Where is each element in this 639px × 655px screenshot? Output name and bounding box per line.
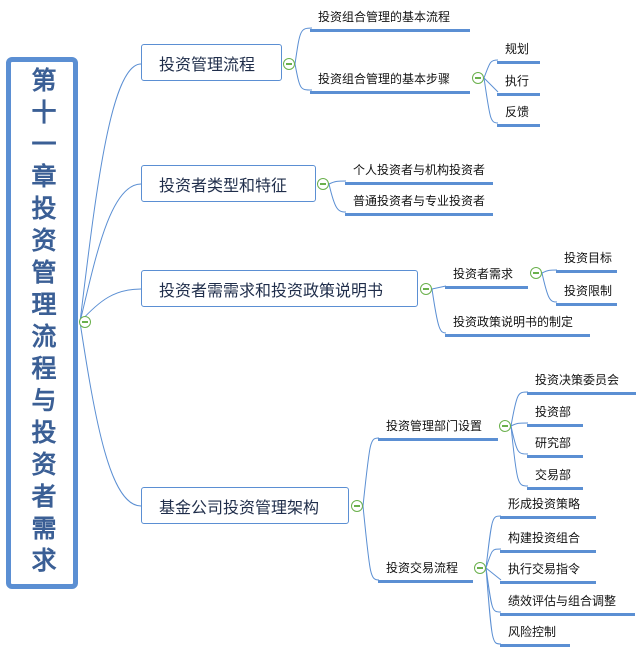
subtopic[interactable]: 规划 bbox=[497, 40, 540, 64]
subtopic[interactable]: 反馈 bbox=[497, 103, 540, 127]
subtopic[interactable]: 投资限制 bbox=[556, 282, 617, 306]
collapse-toggle-icon[interactable] bbox=[530, 267, 542, 279]
subtopic[interactable]: 构建投资组合 bbox=[500, 529, 596, 553]
subtopic[interactable]: 执行 bbox=[497, 72, 540, 96]
subtopic[interactable]: 投资组合管理的基本步骤 bbox=[310, 70, 470, 94]
topic-investor-types[interactable]: 投资者类型和特征 bbox=[141, 165, 316, 202]
subtopic[interactable]: 投资交易流程 bbox=[378, 559, 473, 583]
collapse-toggle-icon[interactable] bbox=[283, 58, 295, 70]
subtopic[interactable]: 个人投资者与机构投资者 bbox=[345, 161, 493, 185]
root-topic[interactable]: 第十一章投资管理流程与投资者需求 bbox=[6, 57, 78, 589]
subtopic[interactable]: 投资管理部门设置 bbox=[378, 417, 498, 441]
subtopic[interactable]: 研究部 bbox=[527, 434, 583, 458]
subtopic[interactable]: 投资部 bbox=[527, 403, 583, 427]
subtopic[interactable]: 绩效评估与组合调整 bbox=[500, 592, 635, 616]
collapse-toggle-icon[interactable] bbox=[79, 316, 91, 328]
root-title: 第十一章投资管理流程与投资者需求 bbox=[28, 67, 57, 579]
collapse-toggle-icon[interactable] bbox=[420, 283, 432, 295]
collapse-toggle-icon[interactable] bbox=[472, 72, 484, 84]
subtopic[interactable]: 执行交易指令 bbox=[500, 560, 596, 584]
collapse-toggle-icon[interactable] bbox=[499, 420, 511, 432]
subtopic[interactable]: 普通投资者与专业投资者 bbox=[345, 192, 493, 216]
subtopic[interactable]: 投资决策委员会 bbox=[527, 371, 636, 395]
subtopic[interactable]: 投资政策说明书的制定 bbox=[445, 313, 590, 337]
topic-fund-structure[interactable]: 基金公司投资管理架构 bbox=[141, 487, 349, 524]
subtopic[interactable]: 投资目标 bbox=[556, 249, 617, 273]
subtopic[interactable]: 形成投资策略 bbox=[500, 495, 596, 519]
subtopic[interactable]: 投资者需求 bbox=[445, 265, 528, 289]
topic-investor-needs[interactable]: 投资者需需求和投资政策说明书 bbox=[141, 270, 418, 307]
subtopic[interactable]: 风险控制 bbox=[500, 623, 570, 647]
collapse-toggle-icon[interactable] bbox=[474, 562, 486, 574]
topic-investment-process[interactable]: 投资管理流程 bbox=[141, 44, 282, 81]
subtopic[interactable]: 投资组合管理的基本流程 bbox=[310, 8, 470, 32]
subtopic[interactable]: 交易部 bbox=[527, 466, 583, 490]
collapse-toggle-icon[interactable] bbox=[351, 500, 363, 512]
collapse-toggle-icon[interactable] bbox=[317, 178, 329, 190]
